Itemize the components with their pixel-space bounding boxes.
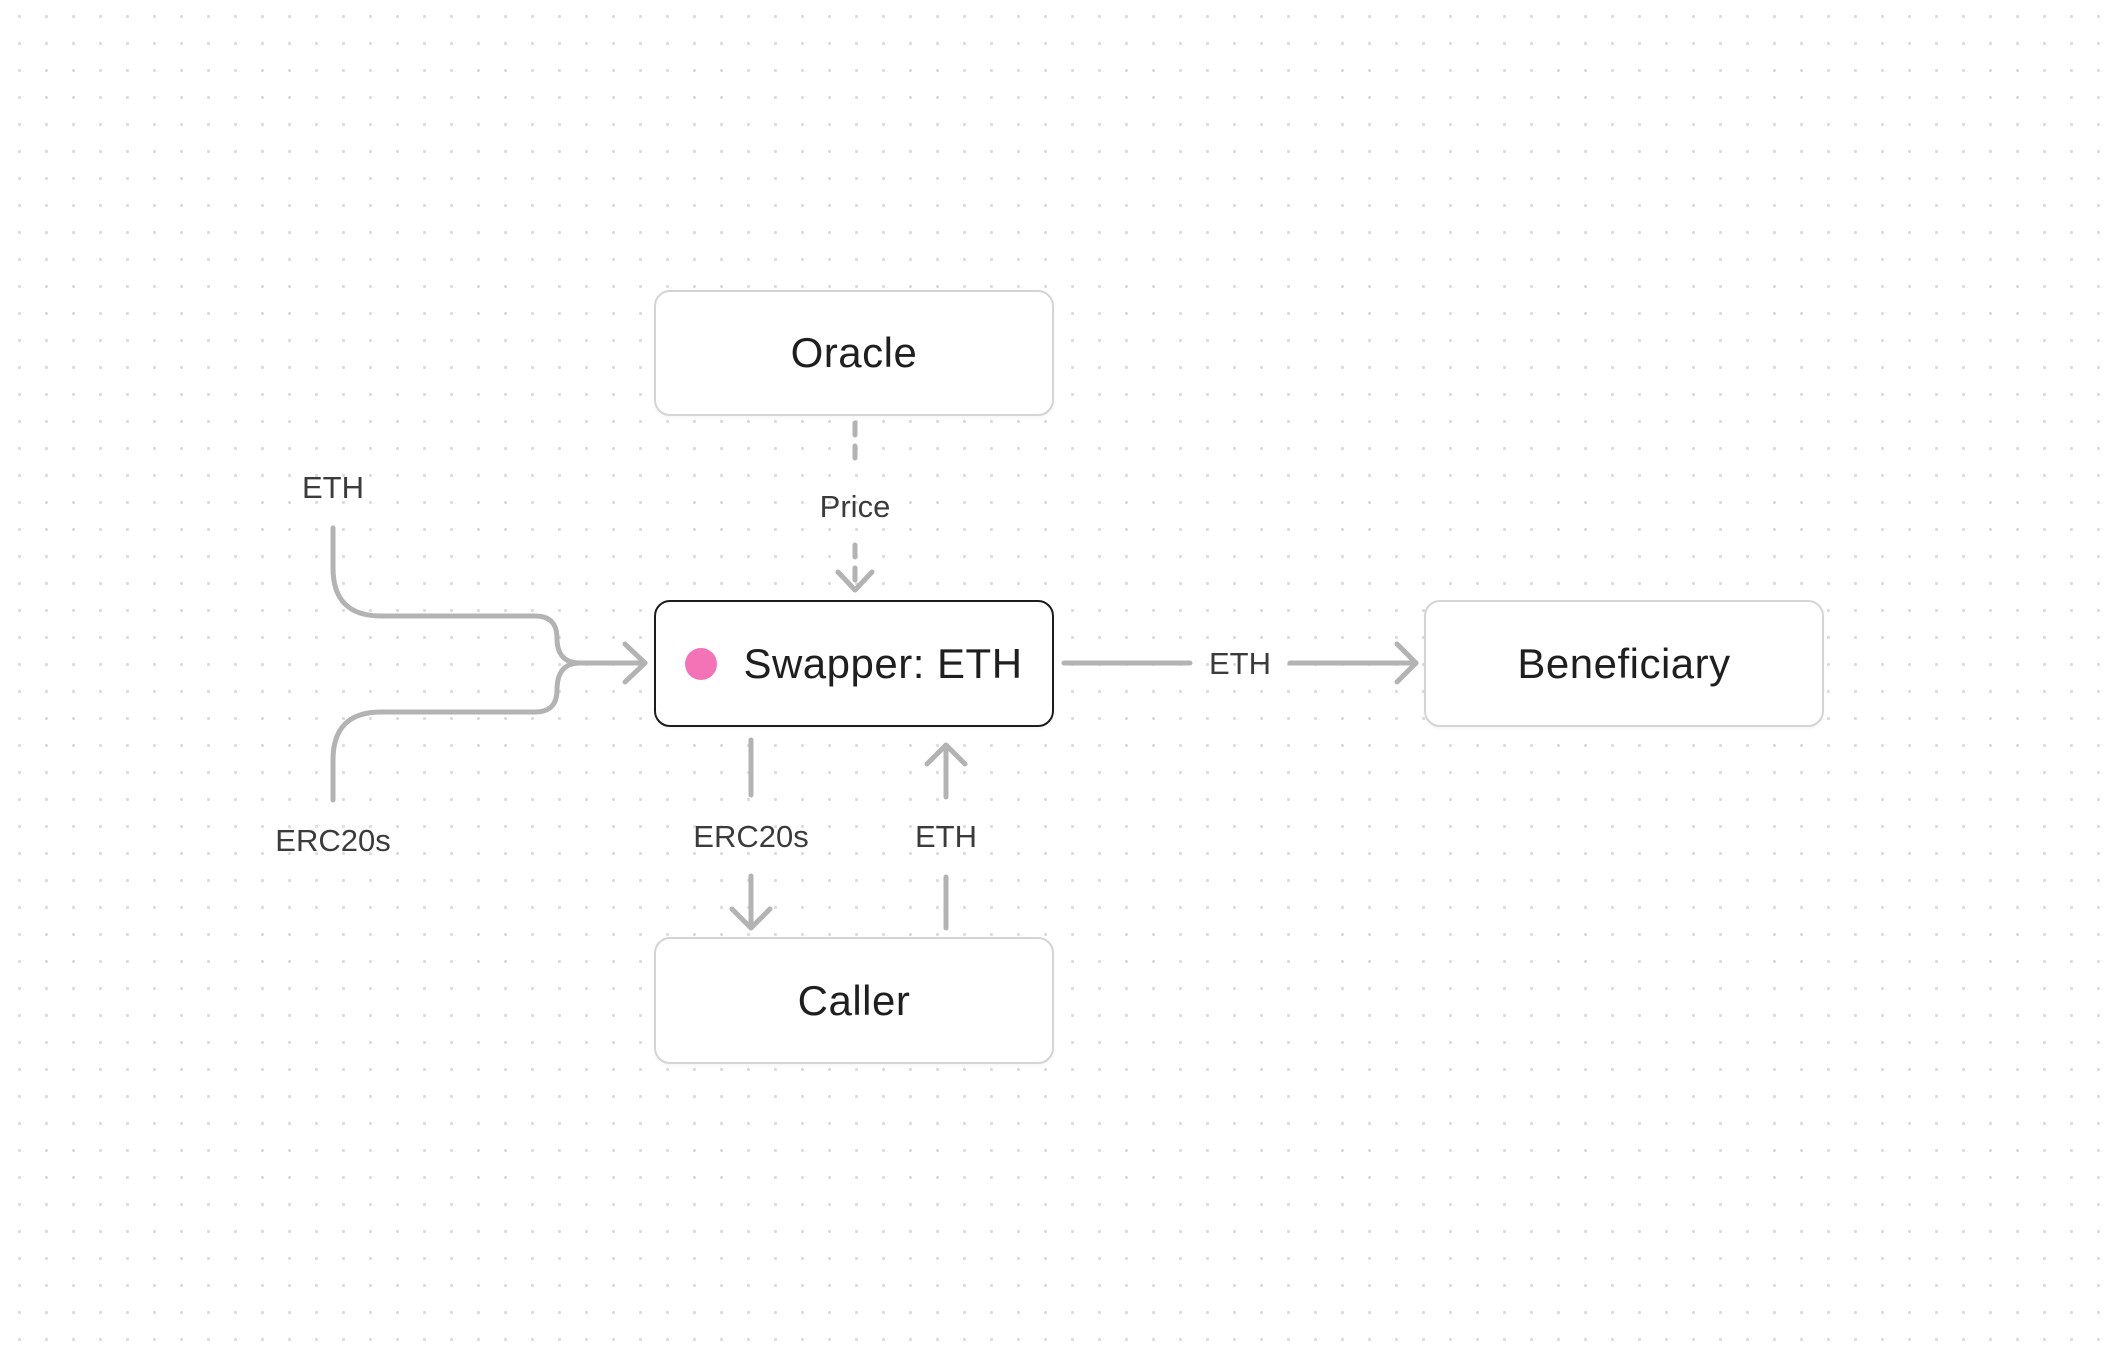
erc20-caller-edge-label: ERC20s [693,819,809,854]
swapper-node-label: Swapper: ETH [743,639,1023,687]
oracle-node[interactable]: Oracle [654,290,1054,416]
oracle-node-label: Oracle [790,329,918,376]
eth-beneficiary-arrowhead [1394,641,1419,685]
beneficiary-node-label: Beneficiary [1517,639,1731,687]
eth-caller-edge-label: ETH [915,819,977,854]
caller-node-label: Caller [797,976,911,1024]
eth-input-edge-label: ETH [302,470,364,505]
eth-caller-arrowhead [924,742,968,767]
eth-beneficiary-edge-label: ETH [1209,646,1271,681]
price-arrowhead [835,569,875,593]
status-dot-icon [685,647,718,680]
erc20-input-edge-label: ERC20s [275,823,391,858]
eth-input-edge [330,525,583,666]
merged-input-arrowhead [622,641,648,685]
caller-node[interactable]: Caller [654,937,1054,1064]
erc20-caller-arrowhead [729,906,773,931]
price-edge-label: Price [819,489,891,524]
erc20-input-edge [330,660,583,803]
swapper-node[interactable]: Swapper: ETH [654,600,1054,727]
beneficiary-node[interactable]: Beneficiary [1424,600,1824,727]
